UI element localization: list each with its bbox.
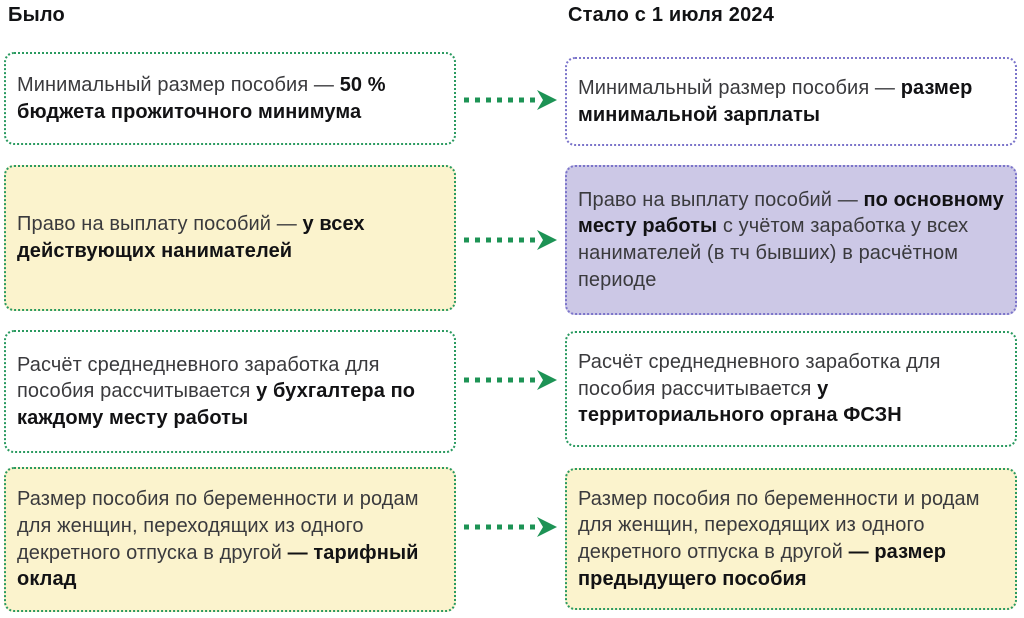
dotted-right-arrow-icon [462,89,560,111]
was-box-2: Право на выплату пособий — у всех действ… [4,165,456,311]
now-box-3: Расчёт среднедневного заработка для посо… [565,331,1017,447]
highlight-text: — размер предыдущего пособия [578,541,947,590]
now-box-1: Минимальный размер пособия — размер мини… [565,57,1017,146]
box-text: Право на выплату пособий — у всех действ… [17,211,443,264]
now-box-4: Размер пособия по беременности и родам д… [565,468,1017,610]
highlight-text: у всех действующих нанимателей [17,213,365,262]
arrow-svg [464,90,557,110]
now-box-2: Право на выплату пособий — по основному … [565,165,1017,315]
highlight-text: по основному месту работы [578,188,1004,238]
box-text: Размер пособия по беременности и родам д… [578,486,1004,592]
box-text: Минимальный размер пособия — размер мини… [578,75,1004,128]
box-text: Расчёт среднедневного заработка для посо… [578,349,1004,429]
body-text: Минимальный размер пособия — [17,73,340,96]
highlight-text: — тарифный оклад [17,541,419,591]
arrow-svg [464,230,557,250]
arrow-svg [464,370,557,390]
was-box-4: Размер пособия по беременности и родам д… [4,467,456,612]
dotted-right-arrow-icon [462,229,560,251]
body-text: Расчёт среднедневного заработка для посо… [17,353,380,403]
box-text: Расчёт среднедневного заработка для посо… [17,352,443,432]
highlight-text: размер минимальной зарплаты [578,76,973,126]
dotted-right-arrow-icon [462,369,560,391]
body-text: Право на выплату пособий — [578,188,864,211]
dotted-right-arrow-icon [462,516,560,538]
highlight-text: у территориального органа ФСЗН [578,377,902,427]
arrow-svg [464,517,557,537]
box-text: Право на выплату пособий — по основному … [578,187,1004,293]
highlight-text: 50 % бюджета прожиточного минимума [17,73,386,123]
body-text: Расчёт среднедневного заработка для посо… [578,351,941,400]
body-text: с учётом заработка у всех нанимателей (в… [578,215,969,291]
column-header-was: Было [8,4,65,26]
was-box-3: Расчёт среднедневного заработка для посо… [4,330,456,453]
was-box-1: Минимальный размер пособия — 50 % бюджет… [4,52,456,145]
body-text: Размер пособия по беременности и родам д… [17,488,419,564]
body-text: Право на выплату пособий — [17,213,303,236]
column-header-now: Стало с 1 июля 2024 [568,4,775,26]
highlight-text: у бухгалтера по каждому месту работы [17,380,416,429]
box-text: Размер пособия по беременности и родам д… [17,486,443,592]
box-text: Минимальный размер пособия — 50 % бюджет… [17,72,443,125]
body-text: Размер пособия по беременности и родам д… [578,487,980,563]
body-text: Минимальный размер пособия — [578,76,901,99]
